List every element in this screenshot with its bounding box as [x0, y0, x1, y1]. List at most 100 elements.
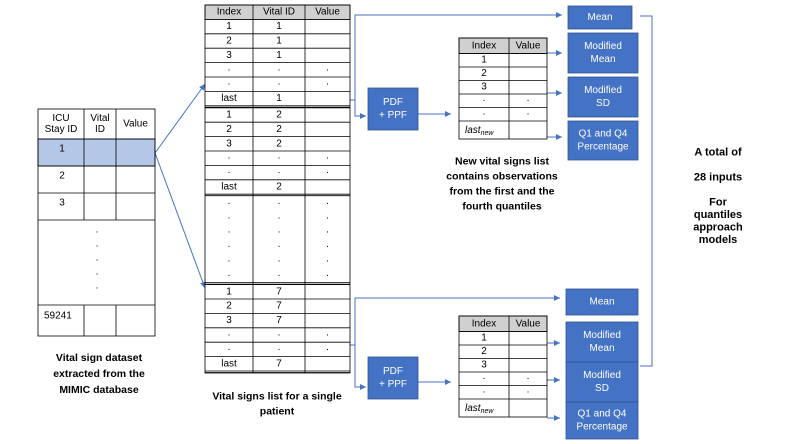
new-list-bottom-header-cell: Index [472, 318, 496, 329]
feature-box-top-2-text-line: Modified [584, 85, 622, 96]
pdf-ppf-box-top: PDF+ PPF [367, 87, 419, 131]
patient-vital-cell: · [277, 79, 280, 90]
patient-index-cell: · [227, 227, 230, 238]
caption-patient-list-line: patient [260, 406, 295, 418]
patient-index-cell: · [227, 198, 230, 209]
dataset-stay-id: 3 [59, 198, 65, 209]
dataset-ellipsis-dot: · [95, 269, 98, 280]
caption-total-inputs-line: quantiles [694, 209, 742, 221]
caption-total-inputs-line: 28 inputs [694, 171, 742, 183]
patient-index-cell: 3 [226, 138, 232, 149]
bracket-total-inputs [640, 15, 653, 367]
patient-vital-cell: · [277, 330, 280, 341]
arrow-list-bottom-to-pdf [354, 345, 366, 390]
dataset-header-line: Value [123, 119, 148, 130]
patient-vital-cell: · [277, 198, 280, 209]
pdf-ppf-box-top-shape [367, 87, 419, 131]
patient-vital-cell: · [277, 241, 280, 252]
new-list-bottom-header-cell: Value [516, 318, 541, 329]
dataset-table-border [37, 108, 156, 337]
pdf-ppf-box-bottom-text-line: PDF [383, 366, 403, 377]
new-list-top-value-cell: · [526, 95, 529, 106]
patient-value-cell: · [326, 212, 329, 223]
patient-index-cell: · [227, 344, 230, 355]
patient-vital-cell: 7 [276, 358, 282, 369]
patient-value-cell: · [326, 153, 329, 164]
feature-box-top-2-shape [567, 76, 639, 118]
feature-box-bottom-0: Mean [565, 288, 639, 316]
dataset-header-line: ICU [52, 113, 69, 124]
new-list-top-index-cell: 1 [481, 55, 487, 66]
patient-table-border [204, 4, 351, 374]
caption-patient-list-line: Vital signs list for a single [212, 391, 342, 403]
feature-box-top-1-text-line: Modified [584, 41, 622, 52]
new-list-bottom-index-cell: · [482, 373, 485, 384]
patient-index-cell: 1 [226, 21, 232, 32]
highlighted-row [37, 138, 156, 167]
patient-vital-cell: · [277, 270, 280, 281]
new-list-bottom-last-new: lastnew [465, 403, 494, 415]
feature-box-top-0-text: Mean [587, 12, 612, 23]
arrow-list-top-to-pdf [354, 100, 366, 119]
connector-layer [154, 12, 653, 421]
caption-new-list-line: from the first and the [449, 186, 554, 198]
dataset-stay-id: 2 [59, 171, 65, 182]
patient-vital-cell: 1 [276, 93, 282, 104]
caption-total-inputs-line: approach [693, 221, 743, 233]
patient-index-cell: · [227, 64, 230, 75]
feature-box-bottom-3-text-line: Q1 and Q4 [578, 409, 627, 420]
feature-box-top-1-text-line: Mean [590, 54, 615, 65]
patient-index-cell: last [221, 358, 237, 369]
caption-total-inputs-line: For [709, 196, 727, 208]
pdf-ppf-box-top-text-line: + PPF [379, 110, 407, 121]
new-list-top-last-new: lastnew [465, 125, 494, 137]
dataset-ellipsis-dot: · [95, 241, 98, 252]
new-list-top-table-border [458, 37, 548, 140]
patient-index-cell: · [227, 212, 230, 223]
new-list-bottom-index-cell: 1 [481, 333, 487, 344]
patient-value-cell: · [326, 167, 329, 178]
feature-box-bottom-1-shape [565, 321, 639, 363]
feature-box-top-1-shape [567, 32, 639, 74]
patient-vital-cell: 1 [276, 36, 282, 47]
dataset-header-line: ID [95, 124, 105, 135]
pdf-ppf-box-bottom-text: PDF+ PPF [379, 366, 407, 390]
pdf-ppf-box-top-text: PDF+ PPF [379, 97, 407, 121]
patient-vital-cell: · [277, 344, 280, 355]
patient-vital-cell: · [277, 212, 280, 223]
patient-value-cell: · [326, 79, 329, 90]
patient-index-cell: 1 [226, 286, 232, 297]
feature-box-bottom-0-text-line: Mean [589, 297, 614, 308]
caption-patient-list: Vital signs list for a single patient [212, 391, 342, 418]
dataset-ellipsis-dot: · [95, 227, 98, 238]
feature-box-top-3-text-line: Q1 and Q4 [579, 129, 628, 140]
feature-box-bottom-0-text: Mean [589, 297, 614, 308]
patient-vital-cell: 7 [276, 301, 282, 312]
patient-vital-cell: · [277, 153, 280, 164]
new-list-top-value-cell: · [526, 109, 529, 120]
patient-value-cell: · [326, 330, 329, 341]
patient-vital-cell: 2 [276, 124, 282, 135]
new-list-top-index-cell: 3 [481, 82, 487, 93]
patient-vital-cell: 1 [276, 21, 282, 32]
caption-new-list-line: contains observations [446, 171, 558, 183]
patient-value-cell: · [326, 344, 329, 355]
patient-index-cell: 2 [226, 124, 232, 135]
patient-value-cell: · [326, 198, 329, 209]
new-list-bottom-value-cell: · [526, 373, 529, 384]
arrow-dataset-to-list-top [154, 83, 206, 154]
caption-new-list-line: fourth quantiles [462, 201, 541, 213]
